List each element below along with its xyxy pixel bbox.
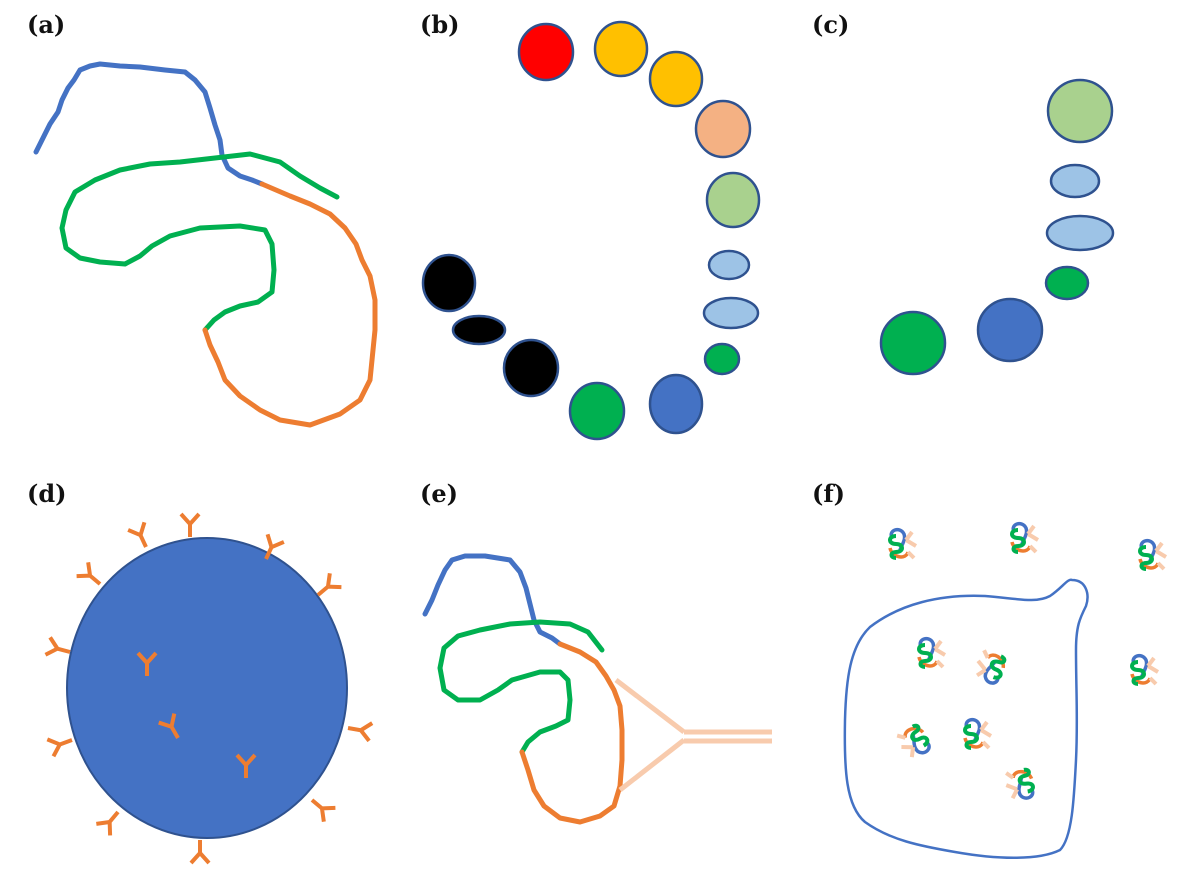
antibody-surface-4 bbox=[344, 717, 375, 743]
antibody-surface-11 bbox=[126, 520, 157, 553]
chain-segment-orange bbox=[202, 181, 378, 428]
domain-green bbox=[568, 381, 626, 441]
domain-light-green bbox=[705, 171, 761, 229]
antibody-surface-7 bbox=[94, 804, 127, 838]
domain-red bbox=[517, 22, 575, 82]
antibody-surface-9 bbox=[43, 635, 75, 663]
antibody-surface-6 bbox=[189, 838, 211, 865]
antibody-arm-upper bbox=[614, 678, 686, 734]
antibody-surface-10 bbox=[74, 560, 108, 593]
antibody-surface-8 bbox=[45, 729, 78, 759]
antibody-large bbox=[614, 678, 772, 792]
panel-f-vesicle bbox=[843, 521, 1168, 860]
panel-c-domains bbox=[879, 78, 1115, 376]
panel-label-a: (a) bbox=[27, 10, 65, 39]
panel-b-domains bbox=[421, 20, 761, 441]
cell-body bbox=[66, 537, 348, 839]
chain-segment-green bbox=[59, 151, 340, 333]
domain-c-green-small bbox=[1044, 265, 1090, 301]
panel-label-c: (c) bbox=[812, 10, 849, 39]
vesicle-outline bbox=[843, 578, 1089, 860]
complex-outside-4 bbox=[1130, 653, 1160, 686]
complex-inside-2 bbox=[970, 647, 1009, 688]
panel-a-chain bbox=[33, 61, 378, 428]
complex-outside-2 bbox=[1010, 521, 1040, 554]
complex-outside-3 bbox=[1138, 538, 1168, 571]
panel-label-e: (e) bbox=[420, 479, 458, 508]
complex-outside-1 bbox=[888, 527, 918, 560]
domain-black-1 bbox=[502, 338, 560, 398]
antibody-surface-5 bbox=[304, 791, 338, 824]
panel-e-chain bbox=[422, 553, 625, 825]
domain-c-light-blue-1 bbox=[1049, 163, 1101, 199]
domain-gold-1 bbox=[593, 20, 649, 78]
domain-gold-2 bbox=[648, 50, 704, 108]
domain-c-light-green bbox=[1046, 78, 1114, 144]
chain-e-segment-orange bbox=[519, 641, 625, 825]
antibody-surface-1 bbox=[179, 512, 201, 539]
chain-e-segment-blue bbox=[422, 553, 563, 647]
complex-inside-3 bbox=[893, 721, 935, 764]
domain-black-2 bbox=[451, 314, 507, 346]
antibody-arm-lower bbox=[618, 738, 686, 792]
complex-inside-5 bbox=[1002, 766, 1037, 804]
domain-c-green bbox=[879, 310, 947, 376]
complex-inside-4 bbox=[963, 717, 993, 750]
chain-e-segment-green bbox=[437, 619, 605, 755]
complex-inside-1 bbox=[917, 636, 947, 669]
panel-d-cell bbox=[43, 512, 375, 865]
domain-c-blue bbox=[976, 297, 1044, 363]
domain-black-3 bbox=[421, 253, 477, 313]
panel-label-f: (f) bbox=[812, 479, 845, 508]
domain-green-small bbox=[703, 342, 741, 376]
domain-light-blue-small bbox=[707, 249, 751, 281]
panel-label-d: (d) bbox=[27, 479, 67, 508]
domain-blue bbox=[648, 373, 704, 435]
domain-c-light-blue-2 bbox=[1045, 214, 1115, 252]
domain-peach bbox=[694, 99, 752, 159]
domain-light-blue-wide bbox=[702, 296, 760, 330]
panel-label-b: (b) bbox=[420, 10, 460, 39]
